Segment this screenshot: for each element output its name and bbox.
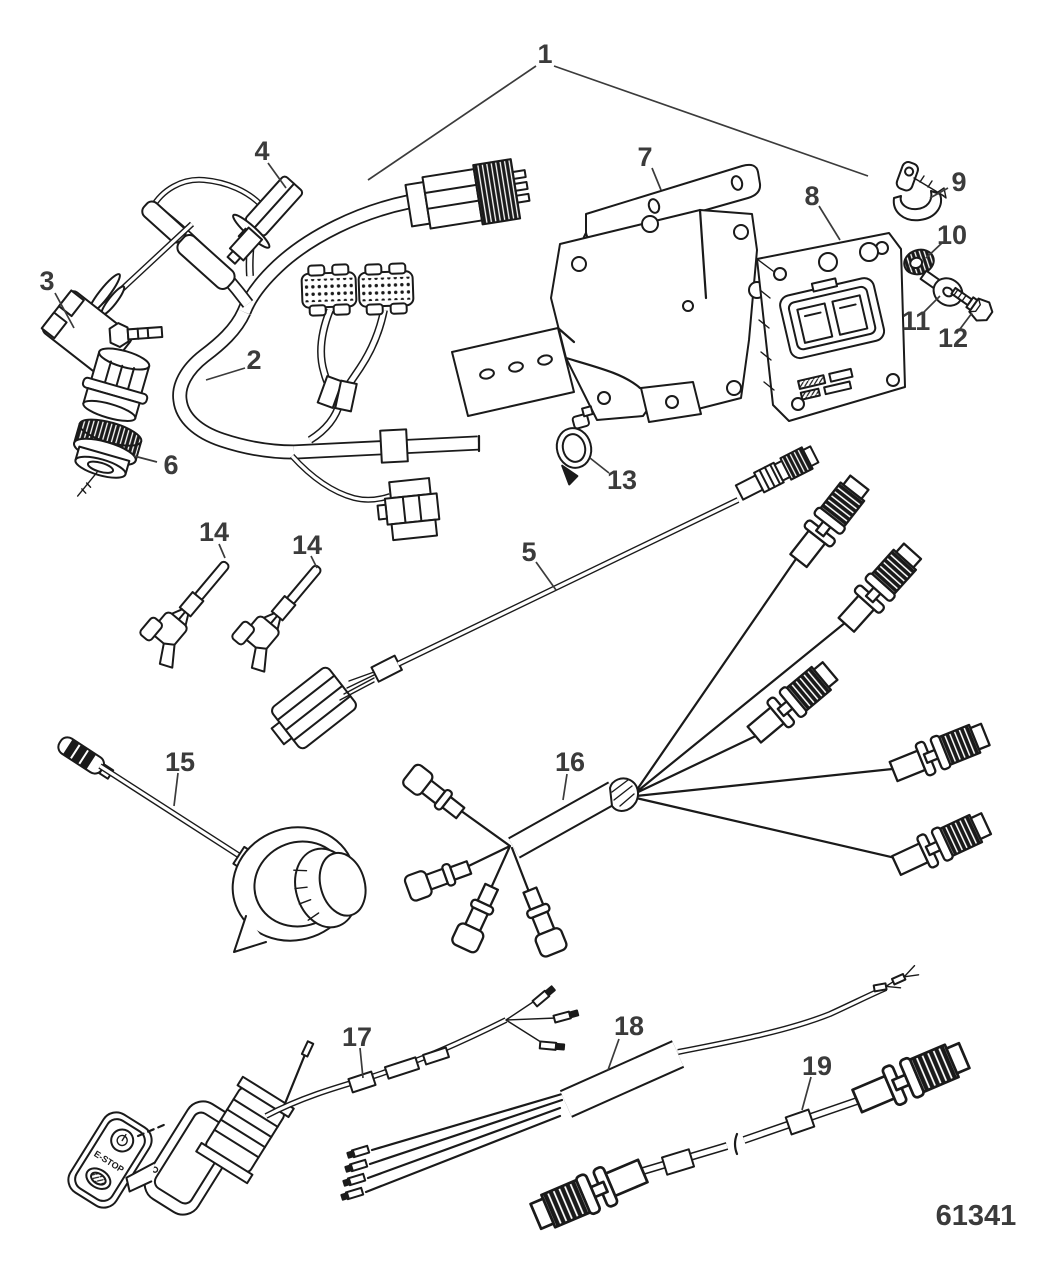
leader-line (218, 543, 226, 559)
leader-line (929, 187, 949, 199)
main-harness-connector (404, 158, 531, 230)
callout-4: 4 (254, 136, 287, 189)
leader-line (651, 167, 662, 191)
part-14-lead-b (223, 551, 340, 677)
callout-14: 14 (292, 530, 322, 569)
part-7-mounting-bracket (451, 163, 766, 423)
callout-label: 4 (254, 136, 269, 166)
part-19-extension-cable (526, 1035, 974, 1237)
callout-13: 13 (589, 457, 637, 495)
callout-7: 7 (637, 142, 662, 191)
part-15-key-switch (57, 736, 367, 953)
callout-label: 8 (804, 181, 819, 211)
callout-1: 1 (367, 39, 869, 181)
callout-label: 18 (614, 1011, 644, 1041)
callout-12: 12 (938, 312, 973, 353)
callout-8: 8 (804, 181, 841, 241)
ecu-connector-block (779, 277, 886, 360)
callout-label: 19 (802, 1051, 832, 1081)
leader-line (925, 241, 944, 259)
callout-17: 17 (342, 1022, 372, 1079)
leader-line (359, 1047, 364, 1079)
callout-10: 10 (925, 220, 967, 259)
callout-label: 16 (555, 747, 585, 777)
part-4-connector (226, 175, 304, 265)
leader-line (205, 367, 246, 381)
callout-label: 13 (607, 465, 637, 495)
leader-line (801, 1076, 812, 1111)
callout-label: 14 (292, 530, 322, 560)
callout-2: 2 (205, 345, 262, 381)
part-17-lanyard-switch-harness: E-STOP (67, 985, 580, 1216)
callout-14: 14 (199, 517, 229, 559)
callout-label: 17 (342, 1022, 372, 1052)
leader-line (607, 1038, 620, 1071)
part-9-clamp (892, 161, 947, 222)
leader-line (562, 773, 568, 801)
drawing-number: 61341 (936, 1200, 1017, 1232)
callout-label: 12 (938, 323, 968, 353)
callout-label: 7 (637, 142, 652, 172)
callout-label: 9 (951, 167, 966, 197)
part-14-lead-a (131, 547, 248, 673)
part-13-cable-clamp (555, 405, 594, 486)
leader-line (818, 205, 841, 241)
callout-label: 11 (902, 306, 931, 336)
leader-line (267, 162, 287, 189)
callout-9: 9 (929, 167, 967, 199)
leader-line (959, 312, 973, 330)
leader-line (589, 457, 610, 474)
callout-5: 5 (521, 537, 557, 591)
part-12-bolt (950, 286, 994, 322)
multipin-connector-b (357, 262, 415, 316)
switch-connector (195, 1075, 295, 1185)
callout-16: 16 (555, 747, 585, 801)
callout-label: 2 (246, 345, 261, 375)
leader-line (923, 295, 941, 313)
harness-lower-connector (376, 477, 441, 542)
part-main-harness (141, 180, 479, 500)
callout-label: 10 (937, 220, 967, 250)
part-18-filter-harness (340, 964, 920, 1201)
key-knob (293, 847, 367, 929)
callout-6: 6 (133, 450, 179, 480)
part-16-branch-harness (399, 470, 995, 960)
leader-line (133, 455, 158, 463)
callout-label: 14 (199, 517, 229, 547)
callout-19: 19 (801, 1051, 832, 1111)
part-5-adapter-harness (270, 445, 820, 750)
part-10-grommet (903, 248, 935, 276)
bolt-icon (108, 322, 164, 349)
callout-label: 3 (39, 266, 54, 296)
callout-label: 1 (537, 39, 552, 69)
callout-3: 3 (39, 266, 75, 329)
leader-line (54, 292, 75, 329)
leader-line (553, 65, 869, 177)
part-8-ecu-module (756, 232, 906, 422)
callout-18: 18 (607, 1011, 644, 1071)
callout-label: 5 (521, 537, 536, 567)
bulkhead-connector (81, 347, 151, 422)
callout-label: 15 (165, 747, 195, 777)
multipin-connector-a (300, 263, 358, 317)
callout-11: 11 (902, 295, 941, 336)
callout-label: 6 (163, 450, 178, 480)
leader-line (535, 561, 557, 591)
callout-15: 15 (165, 747, 195, 807)
estop-fob: E-STOP (67, 1111, 153, 1209)
leader-line (367, 65, 537, 181)
part-6-sealing-cap (73, 418, 143, 497)
leader-line (310, 555, 318, 569)
leader-line (173, 772, 179, 807)
